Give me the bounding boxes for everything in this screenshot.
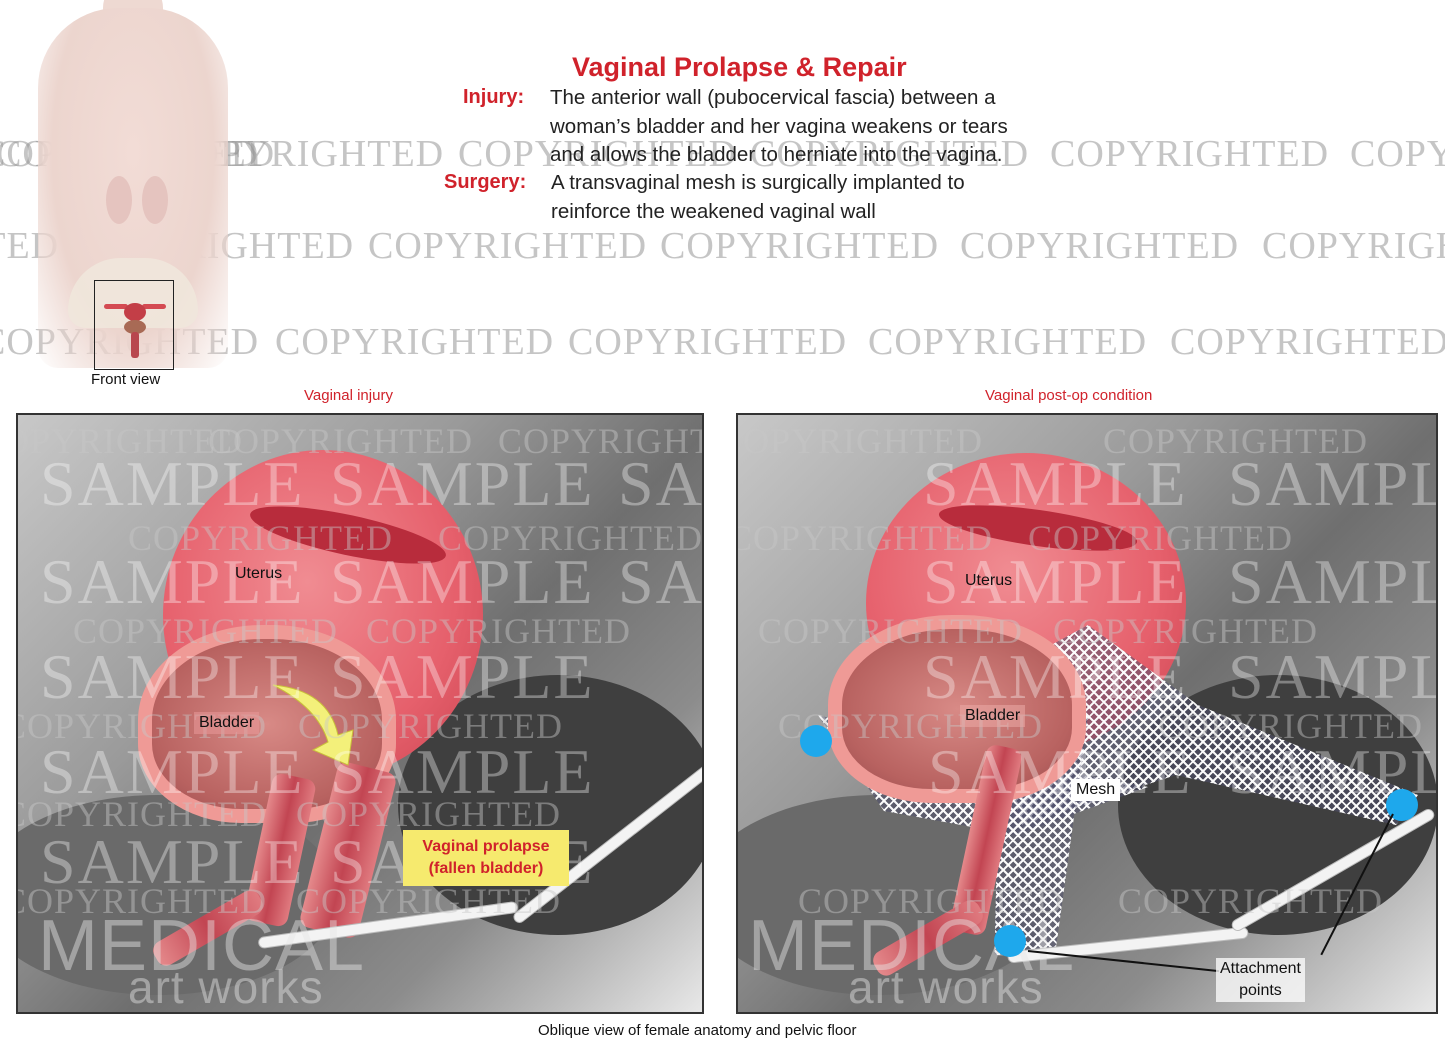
left-kidney xyxy=(106,176,132,224)
region-highlight-box xyxy=(94,280,174,370)
right-panel-title: Vaginal post-op condition xyxy=(985,387,1153,404)
watermark: SAMPLE xyxy=(618,546,704,617)
attach-line-1: Attachment xyxy=(1220,960,1301,977)
prolapse-line-1: Vaginal prolapse xyxy=(422,838,550,855)
injury-line-2: woman’s bladder and her vagina weakens o… xyxy=(550,114,1008,138)
bladder-label: Bladder xyxy=(194,712,260,734)
injury-line-1: The anterior wall (pubocervical fascia) … xyxy=(550,86,996,109)
right-kidney xyxy=(142,176,168,224)
watermark: SAMPLE xyxy=(1228,448,1436,519)
surgery-label: Surgery: xyxy=(444,171,527,193)
thumb-vagina xyxy=(131,332,139,358)
injury-line-3: and allows the bladder to herniate into … xyxy=(550,143,1003,166)
attachment-point-left xyxy=(800,725,832,757)
surgery-description: A transvaginal mesh is surgically implan… xyxy=(551,169,965,226)
prolapse-line-2: (fallen bladder) xyxy=(428,860,544,877)
front-view-thumbnail xyxy=(18,0,248,370)
watermark: COPYRIGHTED xyxy=(1103,421,1369,461)
watermark: COPYRIGHTED xyxy=(438,518,704,558)
uterus-label: Uterus xyxy=(235,565,283,582)
watermark: COPYRIGHTED xyxy=(736,421,984,461)
vaginal-post-op-illustration: COPYRIGHTED COPYRIGHTED SAMPLE SAMPLE CO… xyxy=(736,413,1438,1014)
thumb-bladder xyxy=(124,320,146,334)
watermark: COPYRIGHTED xyxy=(18,421,244,461)
attachment-point-bottom xyxy=(994,925,1026,957)
mesh-label: Mesh xyxy=(1071,779,1121,801)
injury-label: Injury: xyxy=(463,86,525,108)
page-title: Vaginal Prolapse & Repair xyxy=(572,52,907,82)
leader-line-bottom xyxy=(1027,950,1220,973)
surgery-line-2: reinforce the weakened vaginal wall xyxy=(551,199,876,223)
figure-caption: Oblique view of female anatomy and pelvi… xyxy=(538,1022,857,1039)
watermark: SAMPLE xyxy=(1228,546,1436,617)
prolapse-arrow-icon xyxy=(272,684,354,766)
bladder xyxy=(828,615,1086,803)
attach-line-2: points xyxy=(1239,982,1282,999)
front-view-label: Front view xyxy=(91,371,161,388)
fallopian-tube-left xyxy=(104,304,128,309)
attachment-points-label: Attachment points xyxy=(1216,958,1305,1002)
bladder-label: Bladder xyxy=(960,705,1026,727)
prolapse-callout: Vaginal prolapse (fallen bladder) xyxy=(403,830,569,886)
surgery-line-1: A transvaginal mesh is surgically implan… xyxy=(551,171,965,194)
injury-description: The anterior wall (pubocervical fascia) … xyxy=(550,84,1008,170)
watermark: COPYRIGHTED xyxy=(498,421,702,461)
left-panel-title: Vaginal injury xyxy=(304,387,393,404)
uterus-label: Uterus xyxy=(965,572,1013,589)
thumb-uterus xyxy=(124,303,146,321)
watermark: SAMPLE xyxy=(618,448,704,519)
vaginal-injury-illustration: COPYRIGHTED COPYRIGHTED COPYRIGHTED SAMP… xyxy=(16,413,704,1014)
fallopian-tube-right xyxy=(142,304,166,309)
